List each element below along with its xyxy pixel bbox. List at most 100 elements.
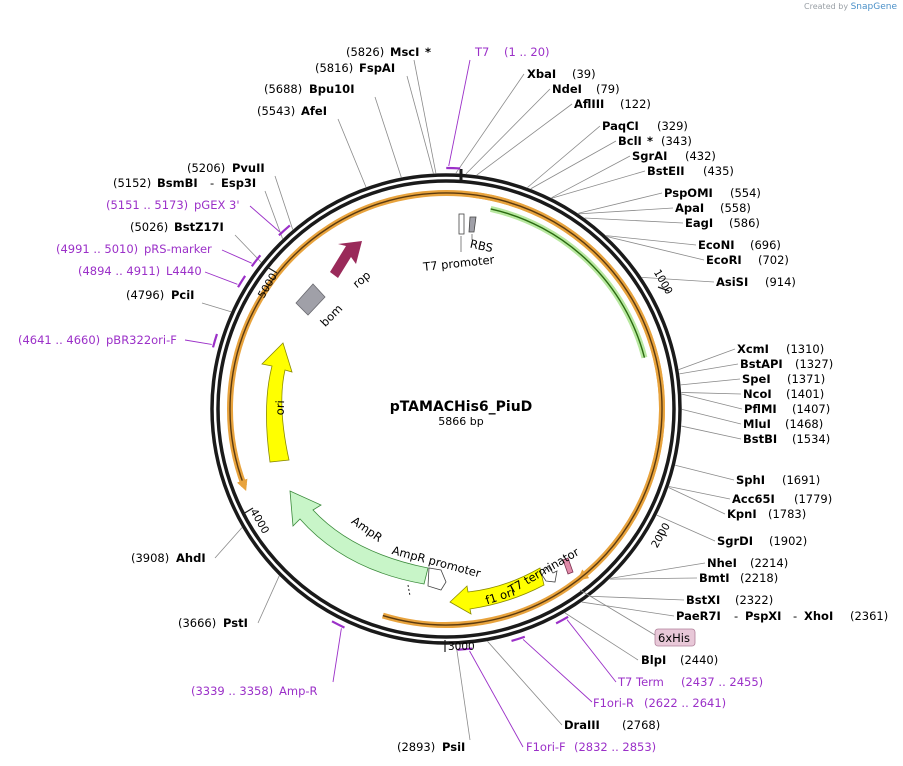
primer-range: (4641 .. 4660) [18, 333, 100, 347]
tick-label-3000: 3000 [448, 641, 475, 653]
primer-t7-term[interactable]: T7 Term (2437 .. 2455) [617, 675, 763, 689]
site-position: (696) [750, 238, 781, 252]
site-pcii[interactable]: (4796) PciI [126, 288, 194, 302]
site-draiii[interactable]: DraIII (2768) [564, 718, 660, 732]
primer-name: F1ori-F [526, 740, 566, 754]
site-position: (1468) [785, 417, 823, 431]
site-psii[interactable]: (2893) PsiI [397, 740, 465, 754]
primer-pbr322ori-f[interactable]: (4641 .. 4660) pBR322ori-F [18, 333, 177, 347]
site-bpu10i[interactable]: (5688) Bpu10I [264, 82, 354, 96]
site-sgrdi[interactable]: SgrDI (1902) [717, 534, 807, 548]
site-name-2: PspXI [745, 609, 781, 623]
primer-leader [221, 249, 252, 264]
site-name: AflIII [574, 97, 604, 111]
site-bstz17i[interactable]: (5026) BstZ17I [130, 220, 224, 234]
leader-line [476, 103, 573, 176]
site-econi[interactable]: EcoNI (696) [698, 238, 781, 252]
tick-label-2000: 2000 [649, 521, 673, 550]
site-name: NcoI [743, 387, 772, 401]
primer-range: (5151 .. 5173) [106, 198, 188, 212]
primer-leader [249, 205, 280, 233]
site-name: EagI [685, 216, 713, 230]
site-apai[interactable]: ApaI (558) [675, 201, 751, 215]
leader-line [530, 140, 617, 190]
site-name: AsiSI [716, 275, 748, 289]
site-bsteii[interactable]: BstEII (435) [647, 164, 734, 178]
site-mlui[interactable]: MluI (1468) [743, 417, 823, 431]
site-name: MluI [743, 417, 771, 431]
site-bcli[interactable]: BclI * (343) [618, 134, 692, 148]
primer-leader [184, 339, 212, 345]
leader-line [668, 486, 731, 500]
leader-line [406, 75, 434, 174]
primer-range: (2437 .. 2455) [681, 675, 763, 689]
primer-t7[interactable]: T7 (1 .. 20) [474, 45, 550, 59]
site-spei[interactable]: SpeI (1371) [742, 372, 825, 386]
site-pvuii[interactable]: (5206) PvuII [187, 161, 265, 175]
primer-f1ori-f[interactable]: F1ori-F (2832 .. 2853) [526, 740, 656, 754]
site-afliii[interactable]: AflIII (122) [574, 97, 651, 111]
leader-line [337, 118, 367, 188]
site-position: (702) [758, 253, 789, 267]
ampr-promoter-arrow [427, 567, 447, 591]
site-ndei[interactable]: NdeI (79) [552, 82, 620, 96]
primer-name: T7 Term [617, 675, 664, 689]
primer-amp-r[interactable]: (3339 .. 3358) Amp-R [191, 684, 318, 698]
site-sgrai[interactable]: SgrAI (432) [632, 149, 716, 163]
rop-arrow [330, 241, 362, 278]
site-name: PaeR7I [676, 609, 721, 623]
primer-leader [469, 650, 524, 748]
site-position: (2214) [750, 556, 788, 570]
site-bmti[interactable]: BmtI (2218) [699, 571, 778, 585]
site-asisi[interactable]: AsiSI (914) [716, 275, 796, 289]
site-ecori[interactable]: EcoRI (702) [706, 253, 789, 267]
site-paer7i[interactable]: PaeR7I - PspXI - XhoI (2361) [676, 609, 888, 623]
site-blpi[interactable]: BlpI (2440) [641, 653, 718, 667]
site-fspai[interactable]: (5816) FspAI [315, 61, 395, 75]
site-name: MscI [390, 45, 419, 59]
leader-line [680, 378, 741, 386]
site-position: (5688) [264, 82, 302, 96]
site-sphi[interactable]: SphI (1691) [736, 473, 820, 487]
site-position: (39) [572, 67, 596, 81]
primer-f1ori-r[interactable]: F1ori-R (2622 .. 2641) [593, 696, 726, 710]
site-paqci[interactable]: PaqCI (329) [602, 119, 688, 133]
leader-line [527, 125, 601, 188]
leader-line [465, 88, 551, 175]
primer-range: (4991 .. 5010) [56, 242, 138, 256]
site-psti[interactable]: (3666) PstI [178, 616, 248, 630]
leader-line [668, 487, 726, 515]
leader-line [455, 73, 525, 174]
leader-line [257, 575, 280, 624]
leader-line [606, 235, 697, 246]
site-xcmi[interactable]: XcmI (1310) [737, 342, 824, 356]
primer-pgex3[interactable]: (5151 .. 5173) pGEX 3' [106, 198, 240, 212]
site-name: BclI [618, 134, 642, 148]
site-nhei[interactable]: NheI (2214) [707, 556, 788, 570]
primer-mark [250, 254, 262, 267]
site-position: (558) [720, 201, 751, 215]
primer-name: Amp-R [279, 684, 318, 698]
site-bstxi[interactable]: BstXI (2322) [686, 593, 773, 607]
site-ahdi[interactable]: (3908) AhdI [131, 551, 206, 565]
site-xbai[interactable]: XbaI (39) [527, 67, 596, 81]
site-mscI[interactable]: (5826) MscI * [346, 45, 431, 59]
primer-prs-marker[interactable]: (4991 .. 5010) pRS-marker [56, 242, 212, 256]
site-position: (1407) [792, 402, 830, 416]
site-acc65i[interactable]: Acc65I (1779) [732, 492, 832, 506]
site-ncoi[interactable]: NcoI (1401) [743, 387, 824, 401]
site-name: SgrDI [717, 534, 753, 548]
primer-l4440[interactable]: (4894 .. 4911) L4440 [78, 264, 202, 278]
site-kpni[interactable]: KpnI (1783) [727, 507, 806, 521]
ampr-arrow [289, 490, 429, 585]
site-bstapi[interactable]: BstAPI (1327) [740, 357, 833, 371]
site-pflmi[interactable]: PflMI (1407) [744, 402, 830, 416]
site-afei[interactable]: (5543) AfeI [257, 104, 327, 118]
leader-line [234, 234, 262, 263]
site-position: (5026) [130, 220, 168, 234]
site-eagi[interactable]: EagI (586) [685, 216, 760, 230]
outer-strand [210, 173, 682, 645]
site-bstbi[interactable]: BstBI (1534) [743, 432, 830, 446]
site-bsmbi[interactable]: (5152) BsmBI - Esp3I [113, 176, 256, 190]
site-pspomi[interactable]: PspOMI (554) [664, 186, 761, 200]
